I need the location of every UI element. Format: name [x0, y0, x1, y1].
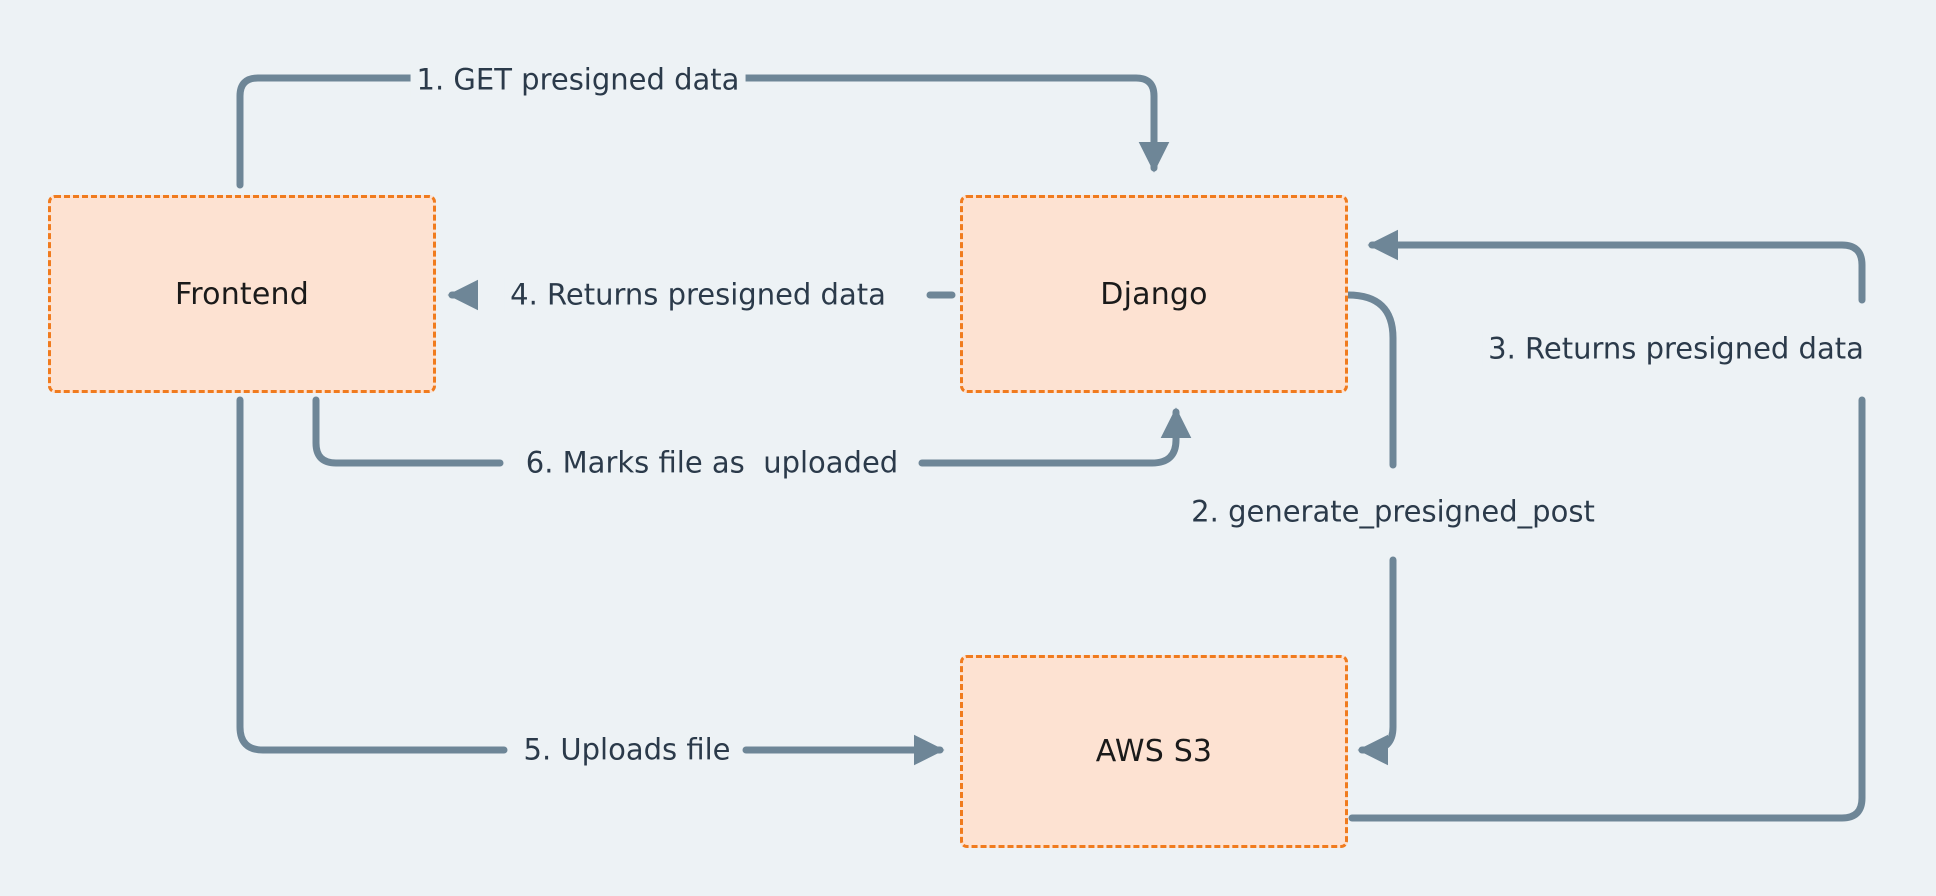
node-aws-s3[interactable]: AWS S3: [960, 655, 1348, 848]
edge-1-path-a: [236, 74, 516, 189]
node-frontend-label: Frontend: [175, 276, 309, 312]
edge-3-path-a: [1348, 396, 1866, 822]
edge-label-5: 5. Uploads file: [517, 732, 737, 768]
edge-3-path-b: [1367, 229, 1866, 304]
node-django-label: Django: [1100, 276, 1208, 312]
edge-5-path-a: [236, 396, 508, 754]
node-frontend[interactable]: Frontend: [48, 195, 436, 393]
edge-label-4: 4. Returns presigned data: [504, 277, 892, 313]
edge-label-3: 3. Returns presigned data: [1482, 331, 1870, 367]
node-aws-s3-label: AWS S3: [1095, 734, 1213, 769]
edge-6-path-b: [918, 407, 1192, 467]
node-django[interactable]: Django: [960, 195, 1348, 393]
edge-label-2: 2. generate_presigned_post: [1185, 494, 1601, 530]
edge-6-path-a: [312, 396, 504, 467]
edge-1-path-b: [644, 74, 1170, 173]
edge-label-6: 6. Marks file as uploaded: [519, 445, 905, 481]
edge-2-path-a: [1344, 291, 1397, 469]
edge-2-path-b: [1357, 556, 1397, 766]
edge-label-1: 1. GET presigned data: [410, 62, 746, 98]
